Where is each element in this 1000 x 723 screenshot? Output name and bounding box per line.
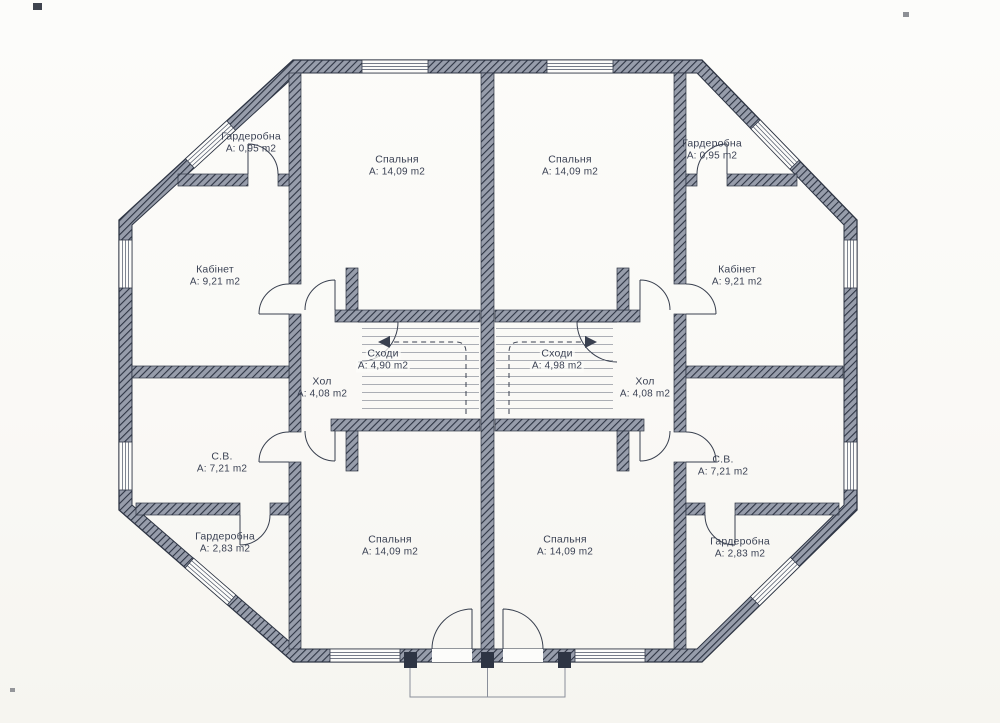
room-name: Хол — [635, 375, 655, 388]
entrance-opening-left — [432, 649, 472, 662]
room-area: А: 7,21 m2 — [697, 466, 749, 478]
room-name: С.В. — [712, 453, 734, 466]
window-left-lower — [118, 441, 133, 491]
room-area: А: 14,09 m2 — [361, 546, 419, 558]
room-name: Сходи — [365, 347, 401, 360]
room-label-office-left: Кабінет А: 9,21 m2 — [190, 264, 240, 289]
room-label-bath-left: С.В. А: 7,21 m2 — [197, 451, 247, 476]
room-area: А: 4,98 m2 — [529, 360, 585, 373]
room-label-stairs-left: Сходи А: 4,90 m2 — [355, 347, 411, 373]
scan-artifacts — [10, 3, 909, 692]
window-right-lower — [843, 441, 858, 491]
room-name: Гардеробна — [710, 535, 770, 548]
room-name: С.В. — [211, 450, 233, 463]
room-label-stairs-right: Сходи А: 4,98 m2 — [529, 347, 585, 373]
window-bottom-left — [329, 648, 401, 663]
room-label-wardrobe-top-right: Гардеробна А: 0,95 m2 — [682, 138, 742, 163]
door-bath-right — [685, 431, 717, 463]
room-label-bedroom-top-right: Спальня А: 14,09 m2 — [542, 154, 598, 179]
door-bedroom-bottom-left — [304, 430, 336, 462]
window-top-right — [546, 59, 614, 74]
room-label-bath-right: С.В. А: 7,21 m2 — [698, 454, 748, 479]
door-bedroom-top-left — [304, 279, 336, 311]
door-wardrobe-top-right — [696, 143, 728, 175]
room-name: Хол — [312, 375, 332, 388]
room-area: А: 9,21 m2 — [711, 276, 763, 288]
stair-direction-arrow-right — [585, 336, 597, 348]
window-diagonal-top-left — [184, 120, 237, 169]
room-label-bedroom-bottom-left: Спальня А: 14,09 m2 — [362, 534, 418, 559]
entrance-porch — [404, 652, 571, 698]
room-name: Сходи — [539, 347, 575, 360]
room-area: А: 14,09 m2 — [536, 546, 594, 558]
outer-wall — [118, 59, 858, 663]
room-name: Гардеробна — [221, 130, 281, 143]
porch-post — [558, 652, 571, 668]
room-label-hall-left: Хол А: 4,08 m2 — [297, 376, 347, 401]
door-bedroom-top-right — [639, 279, 671, 311]
stair-direction-arrow-left — [378, 336, 390, 348]
windows — [118, 59, 858, 663]
room-area: А: 0,95 m2 — [686, 150, 738, 162]
window-diagonal-top-right — [750, 119, 800, 170]
window-diagonal-bottom-left — [184, 557, 237, 606]
room-label-hall-right: Хол А: 4,08 m2 — [620, 376, 670, 401]
door-wardrobe-top-left — [247, 143, 279, 175]
room-area: А: 7,21 m2 — [196, 463, 248, 475]
room-area: А: 0,95 m2 — [225, 143, 277, 155]
room-label-wardrobe-bottom-left: Гардеробна А: 2,83 m2 — [195, 531, 255, 556]
window-top-left — [361, 59, 429, 74]
room-area: А: 4,90 m2 — [355, 360, 411, 373]
window-bottom-right — [574, 648, 646, 663]
porch-post — [404, 652, 417, 668]
entrance-opening-right — [503, 649, 543, 662]
room-area: А: 9,21 m2 — [189, 276, 241, 288]
room-area: А: 2,83 m2 — [714, 548, 766, 560]
room-label-bedroom-top-left: Спальня А: 14,09 m2 — [369, 154, 425, 179]
window-diagonal-bottom-right — [749, 556, 801, 607]
room-area: А: 4,08 m2 — [619, 388, 671, 400]
door-wardrobe-bottom-left — [239, 514, 271, 546]
room-name: Кабінет — [718, 263, 756, 276]
porch-post — [481, 652, 494, 668]
window-right-upper — [843, 239, 858, 289]
room-name: Кабінет — [196, 263, 234, 276]
door-bath-left — [258, 431, 290, 463]
door-swings — [239, 143, 736, 650]
room-name: Гардеробна — [195, 530, 255, 543]
room-label-office-right: Кабінет А: 9,21 m2 — [712, 264, 762, 289]
room-name: Спальня — [368, 533, 412, 546]
room-area: А: 14,09 m2 — [368, 166, 426, 178]
door-office-right — [685, 283, 717, 315]
door-entrance-right — [502, 608, 544, 650]
room-area: А: 14,09 m2 — [541, 166, 599, 178]
room-name: Гардеробна — [682, 137, 742, 150]
door-office-left — [258, 283, 290, 315]
room-label-wardrobe-bottom-right: Гардеробна А: 2,83 m2 — [710, 536, 770, 561]
door-entrance-left — [431, 608, 473, 650]
room-area: А: 4,08 m2 — [296, 388, 348, 400]
room-name: Спальня — [543, 533, 587, 546]
room-label-wardrobe-top-left: Гардеробна А: 0,95 m2 — [221, 131, 281, 156]
room-label-bedroom-bottom-right: Спальня А: 14,09 m2 — [537, 534, 593, 559]
door-wardrobe-bottom-right — [704, 514, 736, 546]
room-name: Спальня — [375, 153, 419, 166]
door-bedroom-bottom-right — [639, 430, 671, 462]
interior-walls — [131, 72, 844, 650]
room-area: А: 2,83 m2 — [199, 543, 251, 555]
window-left-upper — [118, 239, 133, 289]
room-name: Спальня — [548, 153, 592, 166]
